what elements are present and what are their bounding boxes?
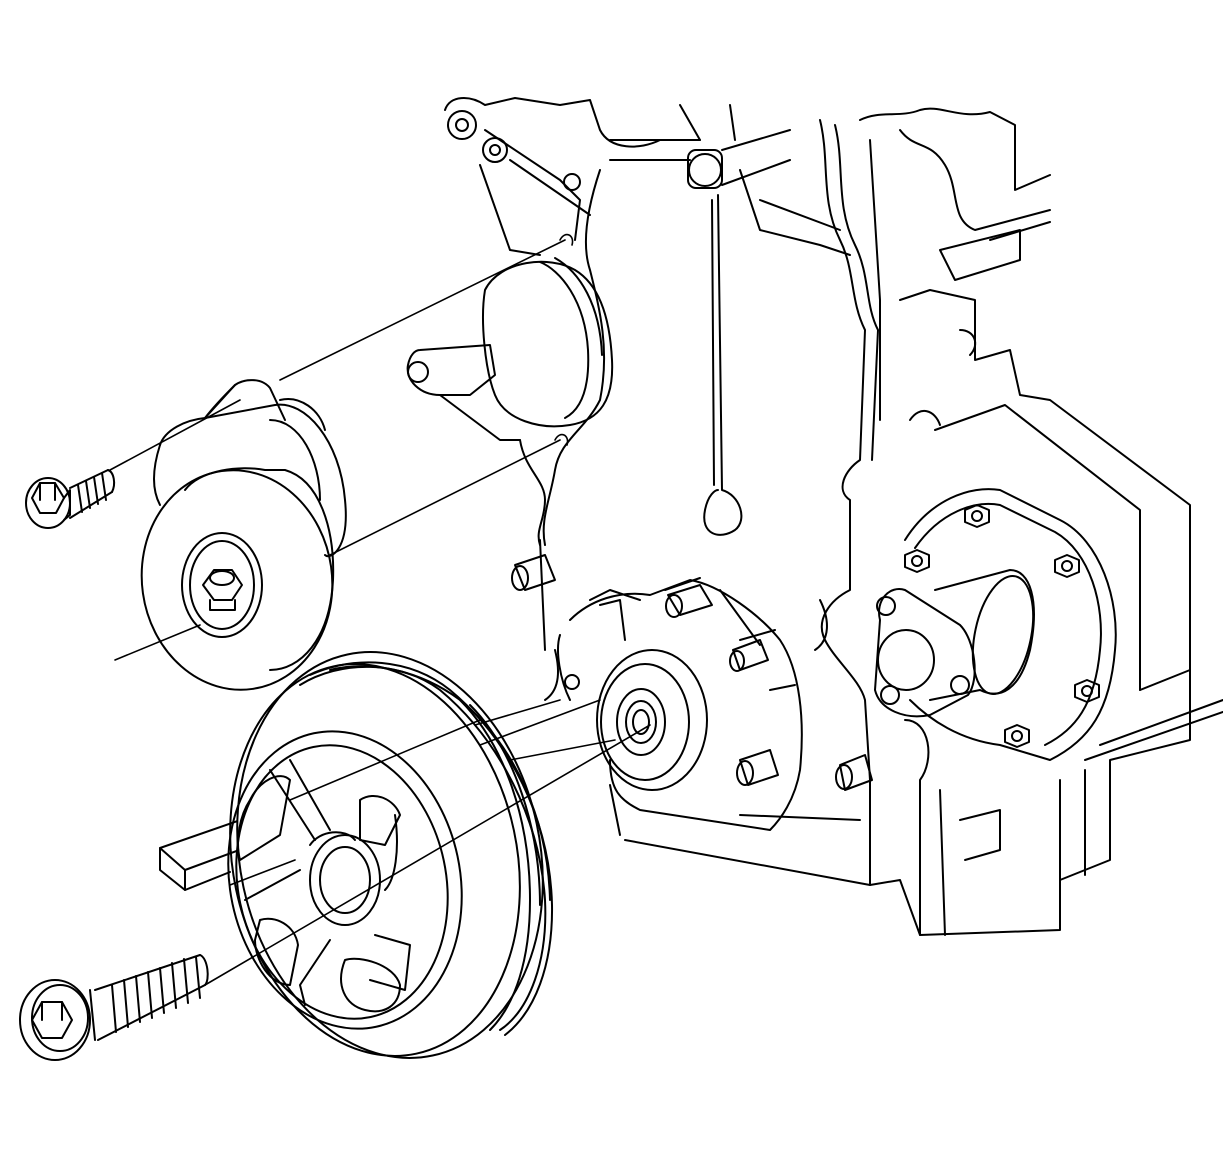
dowel-pin <box>737 750 778 785</box>
front-cover-seal <box>558 578 802 835</box>
balancer-bolt <box>20 955 208 1060</box>
dowel-pin <box>666 585 712 617</box>
idler-pulley <box>128 380 347 702</box>
flange-bolt-head <box>965 505 989 527</box>
idler-bolt <box>26 470 114 528</box>
flange-bolt-head <box>905 550 929 572</box>
dowel-pin <box>730 640 768 671</box>
idler-center-bolt <box>203 570 242 610</box>
flange-bolt-head <box>1005 725 1029 747</box>
dowel-pin <box>836 755 872 790</box>
alignment-lines <box>110 235 650 985</box>
dowel-pin <box>512 555 555 590</box>
engine-block <box>820 109 1223 935</box>
flange-bolt-head <box>1055 555 1079 577</box>
crankshaft-balancer <box>195 623 579 1086</box>
flange-bolt-head <box>1075 680 1099 702</box>
flange-plate <box>875 489 1116 760</box>
timing-cover <box>408 98 872 885</box>
